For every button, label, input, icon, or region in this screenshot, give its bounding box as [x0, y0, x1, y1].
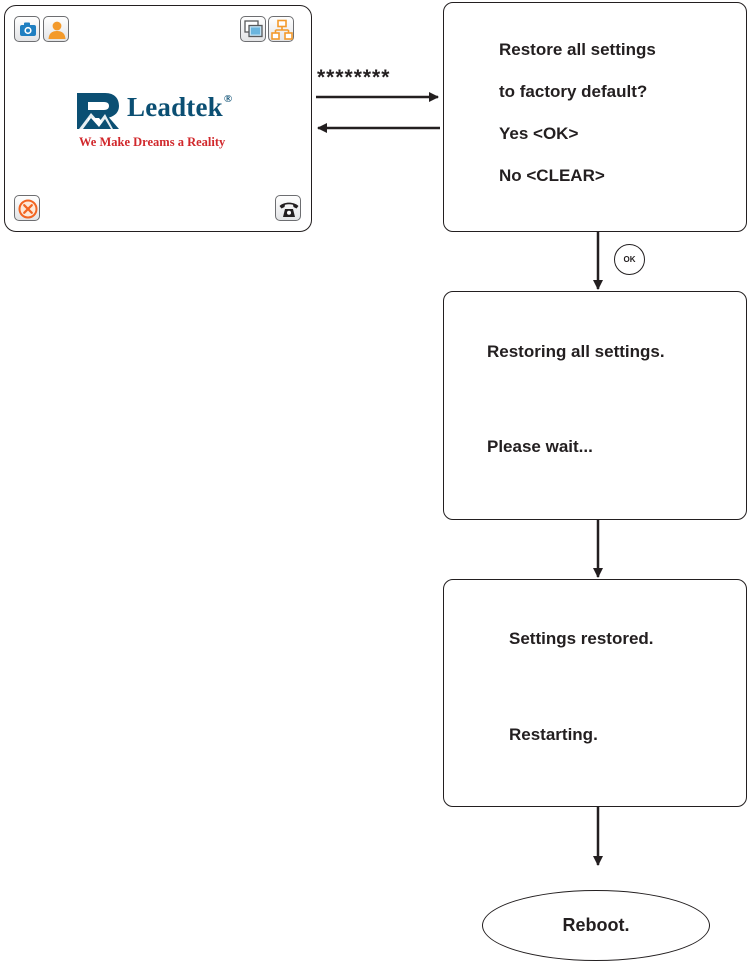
reboot-terminal: Reboot.	[482, 890, 710, 961]
screens-icon	[244, 20, 263, 38]
person-icon	[48, 21, 66, 39]
confirm-line-1: Restore all settings	[499, 40, 656, 59]
password-entry-label: ********	[317, 66, 391, 89]
restoring-line-2: Please wait...	[487, 437, 593, 456]
logo-wordmark: Leadtek®	[127, 92, 233, 122]
restoring-box: Restoring all settings. Please wait...	[443, 291, 747, 520]
call-button[interactable]	[275, 195, 301, 221]
confirm-restore-box: Restore all settings to factory default?…	[443, 2, 747, 232]
phone-icon	[279, 202, 299, 217]
camera-icon	[20, 22, 36, 36]
confirm-yes-option: Yes <OK>	[499, 124, 579, 143]
confirm-no-option: No <CLEAR>	[499, 166, 605, 185]
leadtek-logo-mark-icon	[77, 93, 119, 129]
restored-box: Settings restored. Restarting.	[443, 579, 747, 807]
contacts-button[interactable]	[43, 16, 69, 42]
leadtek-logo: Leadtek® We Make Dreams a Reality	[75, 88, 251, 158]
camera-button[interactable]	[14, 16, 40, 42]
cancel-icon	[18, 199, 38, 219]
restored-line-1: Settings restored.	[509, 629, 654, 648]
cancel-button[interactable]	[14, 195, 40, 221]
confirm-line-2: to factory default?	[499, 82, 648, 101]
restored-line-2: Restarting.	[509, 725, 598, 744]
ok-key-icon: OK	[614, 244, 645, 275]
screens-button[interactable]	[240, 16, 266, 42]
reboot-label: Reboot.	[562, 915, 630, 935]
device-home-screen: Leadtek® We Make Dreams a Reality	[4, 5, 312, 232]
network-button[interactable]	[268, 16, 294, 42]
logo-tagline: We Make Dreams a Reality	[79, 135, 226, 149]
restoring-line-1: Restoring all settings.	[487, 342, 665, 361]
network-icon	[271, 19, 293, 40]
